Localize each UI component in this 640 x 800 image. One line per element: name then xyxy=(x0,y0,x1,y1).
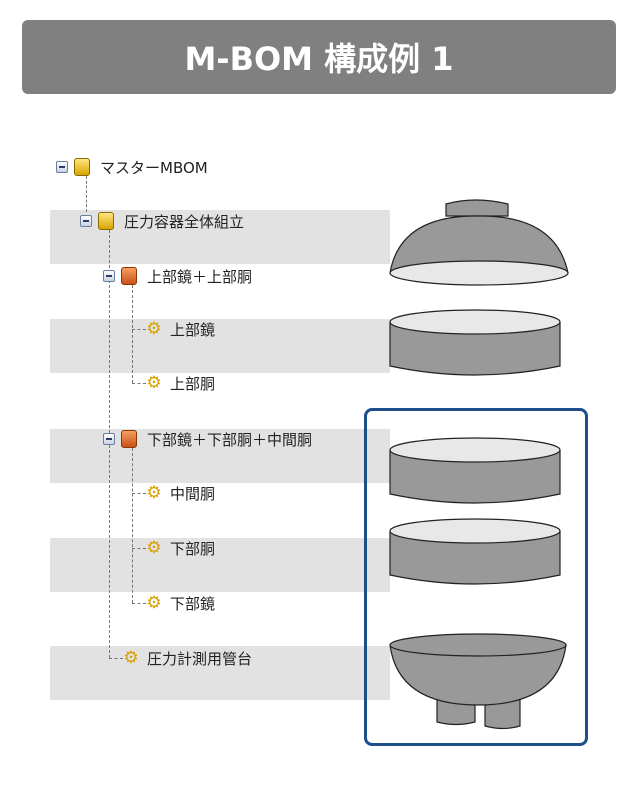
node-label: 下部鏡 xyxy=(170,594,216,613)
tree-node-sub2[interactable]: 下部鏡＋下部胴＋中間胴 xyxy=(103,429,312,449)
tree-node-part[interactable]: ⚙ 圧力計測用管台 xyxy=(123,648,252,668)
upper-head-shape xyxy=(389,199,569,286)
gear-icon: ⚙ xyxy=(146,483,162,503)
node-label: 上部胴 xyxy=(170,374,216,393)
row-band xyxy=(50,646,390,700)
tree-node-assembly[interactable]: 圧力容器全体組立 xyxy=(80,211,244,231)
node-label: 下部胴 xyxy=(170,539,216,558)
node-label: 上部鏡＋上部胴 xyxy=(147,267,253,286)
tree-node-sub1[interactable]: 上部鏡＋上部胴 xyxy=(103,266,252,286)
lower-head-shape xyxy=(389,633,567,730)
page-title: M-BOM 構成例 1 xyxy=(22,20,616,94)
assembly-icon xyxy=(74,158,90,176)
gear-icon: ⚙ xyxy=(146,593,162,613)
node-label: 圧力容器全体組立 xyxy=(124,212,245,231)
gear-icon: ⚙ xyxy=(146,538,162,558)
collapse-icon[interactable] xyxy=(103,433,115,445)
collapse-icon[interactable] xyxy=(80,215,92,227)
node-label: マスターMBOM xyxy=(100,158,208,177)
tree-node-part[interactable]: ⚙ 上部鏡 xyxy=(146,319,215,339)
assembly-icon xyxy=(98,212,114,230)
subassembly-icon xyxy=(121,430,137,448)
node-label: 上部鏡 xyxy=(170,320,216,339)
gear-icon: ⚙ xyxy=(146,319,162,339)
subassembly-icon xyxy=(121,267,137,285)
middle-shell-shape xyxy=(389,437,561,504)
upper-shell-shape xyxy=(389,309,561,376)
row-band xyxy=(50,319,390,373)
gear-icon: ⚙ xyxy=(146,373,162,393)
tree-node-root[interactable]: マスターMBOM xyxy=(56,157,208,177)
node-label: 中間胴 xyxy=(170,484,216,503)
lower-shell-shape xyxy=(389,518,561,585)
tree-node-part[interactable]: ⚙ 中間胴 xyxy=(146,483,215,503)
highlight-box xyxy=(364,408,588,746)
collapse-icon[interactable] xyxy=(103,270,115,282)
collapse-icon[interactable] xyxy=(56,161,68,173)
tree-node-part[interactable]: ⚙ 下部鏡 xyxy=(146,593,215,613)
row-band xyxy=(50,538,390,592)
tree-node-part[interactable]: ⚙ 下部胴 xyxy=(146,538,215,558)
tree-node-part[interactable]: ⚙ 上部胴 xyxy=(146,373,215,393)
node-label: 下部鏡＋下部胴＋中間胴 xyxy=(147,430,313,449)
node-label: 圧力計測用管台 xyxy=(147,649,253,668)
gear-icon: ⚙ xyxy=(123,648,139,668)
